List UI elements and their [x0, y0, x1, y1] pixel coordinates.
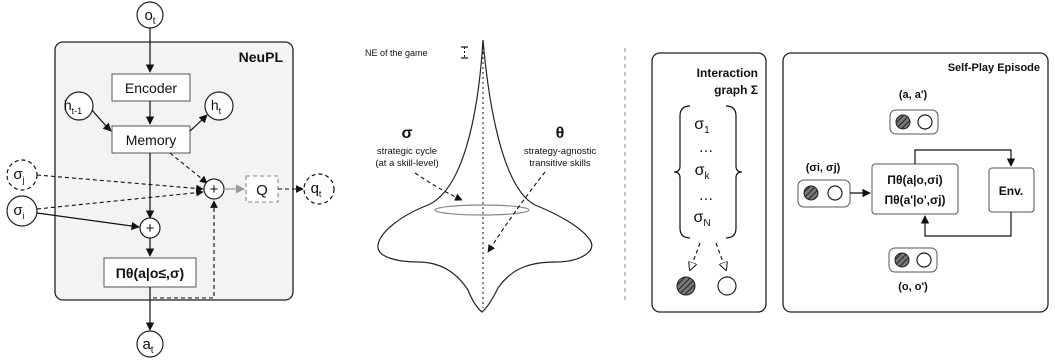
- svg-text:σk: σk: [695, 162, 711, 182]
- svg-text:σj: σj: [13, 166, 24, 185]
- neupl-title: NeuPL: [239, 49, 284, 65]
- policy-1: Πθ(a|o,σi): [887, 173, 942, 187]
- svg-text:ht-1: ht-1: [64, 97, 82, 116]
- svg-text:…: …: [699, 139, 714, 156]
- encoder-box: [111, 73, 191, 102]
- q-label: Q: [256, 182, 268, 199]
- landscape-shape: [377, 39, 593, 313]
- hidden-prev-node: [64, 91, 94, 121]
- graph-title-1: Interaction: [697, 66, 758, 80]
- memory-box: [111, 125, 191, 154]
- obs-label: (o, o'): [898, 281, 928, 293]
- svg-text:ht: ht: [211, 97, 222, 116]
- svg-text:σi: σi: [13, 202, 24, 221]
- q-box: [245, 175, 279, 203]
- svg-text:…: …: [699, 187, 714, 204]
- memory-label: Memory: [126, 132, 177, 148]
- sigma-desc-2: (at a skill-level): [375, 158, 438, 169]
- self-play-title: Self-Play Episode: [948, 62, 1040, 74]
- interaction-graph-panel: Interaction graph Σ σ1 … σk … σN: [651, 52, 767, 313]
- neupl-panel: NeuPL ot Encoder Memory ht-1 ht σj σi: [6, 1, 335, 358]
- sigma-i-node: [6, 195, 38, 227]
- graph-title-2: graph Σ: [714, 83, 758, 97]
- svg-text:σN: σN: [693, 209, 710, 229]
- action-node: [136, 330, 164, 358]
- svg-text:+: +: [210, 181, 219, 198]
- actions-label: (a, a'): [899, 89, 928, 101]
- ne-label: NE of the game: [365, 48, 428, 58]
- hidden-next-node: [204, 91, 234, 121]
- theta-symbol: θ: [556, 125, 565, 142]
- policy-2: Πθ(a'|o',σj): [884, 193, 945, 207]
- svg-text:qt: qt: [311, 180, 322, 199]
- policy-box: [103, 257, 197, 288]
- encoder-label: Encoder: [125, 80, 177, 96]
- policy-label: Πθ(a|o≤,σ): [116, 265, 184, 281]
- sigma-desc-1: strategic cycle: [377, 146, 437, 157]
- agent-hatched-circle: [676, 276, 696, 296]
- env-label: Env.: [999, 184, 1023, 198]
- svg-text:+: +: [146, 220, 155, 237]
- theta-desc-1: strategy-agnostic: [524, 146, 597, 157]
- self-play-panel: Self-Play Episode (a, a') (σi, σj) Πθ(a|…: [782, 52, 1049, 313]
- svg-text:ot: ot: [144, 7, 155, 27]
- svg-text:σ1: σ1: [694, 116, 710, 136]
- q-out-node: [303, 173, 335, 205]
- sigmas-label: (σi, σj): [806, 162, 841, 174]
- strategy-landscape: NE of the game σ strategic cycle (at a s…: [365, 39, 597, 313]
- theta-desc-2: transitive skills: [529, 158, 590, 169]
- sigma-symbol: σ: [402, 125, 413, 142]
- agent-open-circle: [717, 276, 737, 296]
- svg-text:at: at: [142, 336, 153, 356]
